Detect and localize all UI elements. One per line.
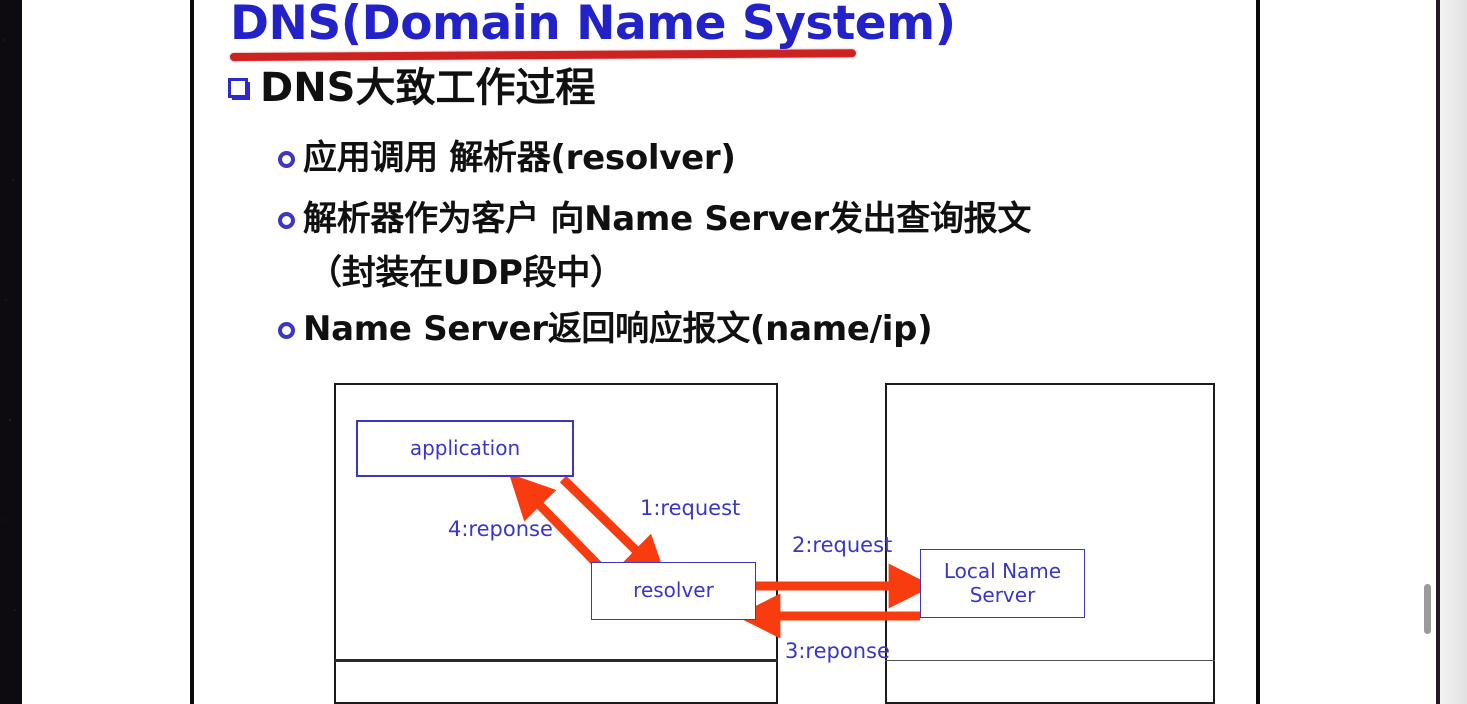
node-application-label: application: [409, 435, 521, 460]
bullet-item-1: 应用调用 解析器(resolver): [278, 139, 736, 178]
page-border-left: [190, 0, 194, 704]
node-local-name-server-line1: Local Name: [943, 558, 1062, 583]
node-application[interactable]: application: [356, 420, 574, 477]
server-frame-divider: [885, 660, 1215, 661]
ring-bullet-icon: [278, 322, 295, 339]
arrow-layer: [508, 473, 934, 639]
ring-bullet-icon: [278, 212, 295, 229]
bullet-item-3: Name Server返回响应报文(name/ip): [278, 309, 933, 349]
arrow-4-reponse: [508, 473, 606, 573]
arrow-1-request: [559, 475, 668, 582]
heading-level1-label: DNS大致工作过程: [260, 65, 596, 111]
host-frame-divider: [334, 659, 778, 662]
arrow-label-4-reponse: 4:reponse: [448, 517, 553, 541]
arrow-label-2-request: 2:request: [792, 533, 893, 557]
outside-page-background: [1440, 0, 1467, 704]
bullet-item-2-continuation: （封装在UDP段中）: [308, 253, 624, 293]
square-bullet-icon: [228, 78, 248, 98]
server-frame: [885, 383, 1215, 704]
dns-flow-diagram: application resolver Local Name Server 1…: [194, 0, 1256, 704]
node-resolver[interactable]: resolver: [591, 562, 756, 620]
bullet-item-3-label: Name Server返回响应报文(name/ip): [303, 309, 933, 349]
bullet-item-1-label: 应用调用 解析器(resolver): [303, 138, 736, 178]
bullet-item-2-label: 解析器作为客户 向Name Server发出查询报文: [303, 199, 1032, 239]
node-resolver-label: resolver: [633, 578, 714, 603]
node-local-name-server-line2: Server: [969, 582, 1036, 607]
arrow-label-3-reponse: 3:reponse: [785, 639, 890, 663]
page-title: DNS(Domain Name System): [230, 0, 956, 51]
slide-page: DNS(Domain Name System) DNS大致工作过程 应用调用 解…: [194, 0, 1256, 704]
ring-bullet-icon: [278, 151, 295, 168]
right-screen-edge: [1436, 0, 1440, 704]
node-local-name-server[interactable]: Local Name Server: [920, 549, 1085, 618]
bullet-item-2: 解析器作为客户 向Name Server发出查询报文: [278, 200, 1031, 239]
arrow-label-1-request: 1:request: [640, 496, 741, 520]
heading-level1: DNS大致工作过程: [228, 68, 596, 108]
vertical-scrollbar-thumb[interactable]: [1424, 584, 1431, 634]
left-screen-edge: [0, 0, 22, 704]
page-border-right: [1256, 0, 1260, 704]
host-frame: [334, 383, 778, 704]
